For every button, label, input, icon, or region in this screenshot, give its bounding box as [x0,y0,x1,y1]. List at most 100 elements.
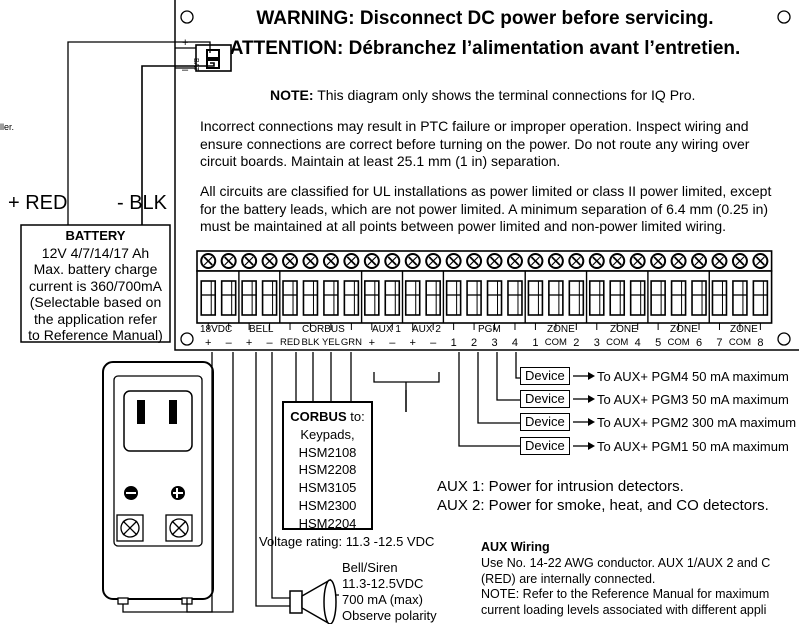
bell-line: Bell/Siren [342,560,398,575]
terminal-strip [196,250,773,330]
terminal-pin-label: 6 [695,337,703,349]
terminal-screw [731,253,748,330]
batt-connector-label: BAT [192,58,199,72]
paragraph-wiring-line: ensure connections are correct before tu… [200,135,750,152]
terminal-screw [425,253,442,330]
battery-red-wire [67,41,211,225]
battery-black-wire [141,62,215,225]
terminal-screw [506,253,523,330]
corbus-title: CORBUS [290,409,347,424]
device-text-pgm3: To AUX+ PGM3 50 mA maximum [597,392,789,407]
battery-blk-label: - BLK [117,192,168,214]
batt-plus-label: + [182,37,189,49]
aux-wiring-line: NOTE: Refer to the Reference Manual for … [481,587,770,602]
terminal-group-zone: ZONE [670,324,698,335]
bell-line: 700 mA (max) [342,592,423,607]
terminal-screw [711,253,728,330]
terminal-pin-label: 3 [593,337,600,349]
corbus-line: HSM3105 [298,480,357,496]
terminal-screw [445,253,462,330]
aux-wiring-line: current loading levels associated with d… [481,603,767,618]
terminal-group-bell: BELL [249,324,274,335]
battery-line: current is 360/700mA [28,277,163,294]
device-box-pgm4: Device [520,367,570,385]
terminal-pin-label: 4 [634,337,641,349]
aux-power-line: AUX 2: Power for smoke, heat, and CO det… [437,497,769,514]
terminal-pin-label: + [245,337,253,349]
terminal-pin-label: COM [544,337,567,348]
paragraph-wiring: Incorrect connections may result in PTC … [200,118,749,171]
terminal-pin-label: RED [279,337,301,348]
mount-hole-tr [777,10,791,24]
terminal-screw [527,253,544,330]
device-box-pgm2: Device [520,413,570,431]
wire-bell-minus [271,352,290,599]
terminal-pin-label: 1 [450,337,457,349]
corbus-line: HSM2208 [298,462,357,478]
terminal-screw [588,253,605,330]
terminal-screw [670,253,687,330]
battery-line: (Selectable based on [29,294,162,310]
terminal-group-zone: ZONE [610,324,638,335]
aux-bracket [373,372,440,383]
aux-power-text: AUX 1: Power for intrusion detectors. AU… [437,477,769,515]
terminal-group-aux1: AUX 1 [372,324,401,335]
wire-bell-plus [255,352,290,607]
note-line: NOTE: This diagram only shows the termin… [270,87,695,103]
terminal-group-18vdc: 18VDC [200,324,233,335]
terminal-screw [322,253,339,330]
terminal-group-zone: ZONE [730,324,758,335]
siren-icon [289,578,339,624]
aux-wiring-title: AUX Wiring [481,540,550,554]
wire-pgm4 [515,352,520,379]
aux-wiring: AUX Wiring Use No. 14-22 AWG conductor. … [481,540,799,619]
battery-info: BATTERY 12V 4/7/14/17 Ah Max. battery ch… [21,228,170,344]
terminal-screw [220,253,237,330]
terminal-screw [343,253,360,330]
note-label: NOTE: [270,87,314,103]
terminal-screw [752,253,769,330]
paragraph-ul-line: must be maintained at all points between… [200,218,727,234]
mount-hole-br [777,332,791,346]
terminal-pin-label: 4 [511,337,519,349]
device-box-pgm3: Device [520,390,570,408]
device-text-pgm2: To AUX+ PGM2 300 mA maximum [597,415,797,430]
terminal-screw [200,253,217,330]
terminal-pin-label: + [368,337,376,349]
terminal-screw [547,253,564,330]
corbus-line: HSM2108 [298,444,357,460]
wire-pgm3 [496,352,520,401]
battery-box [20,224,171,343]
terminal-screw [302,253,319,330]
terminal-pin-label: YEL [321,337,340,348]
battery-line: to Reference Manual) [28,327,163,343]
aux-power-line: AUX 1: Power for intrusion detectors. [437,478,684,495]
wire-18vdc-minus [122,352,234,613]
terminal-screw [282,253,299,330]
terminal-screw [629,253,646,330]
device-text-pgm4: To AUX+ PGM4 50 mA maximum [597,369,789,384]
terminal-pin-label: 1 [532,337,539,349]
battery-line: 12V 4/7/14/17 Ah [41,244,150,261]
device-box-pgm1: Device [520,437,570,455]
paragraph-ul-line: for the battery leads, which are not pow… [200,200,769,217]
bell-info: Bell/Siren 11.3-12.5VDC 700 mA (max) Obs… [342,560,437,624]
batt-minus-label: – [182,64,189,76]
terminal-pin-label: – [430,337,437,349]
mount-hole-tl [180,10,194,24]
voltage-rating: Voltage rating: 11.3 -12.5 VDC [259,534,435,549]
battery-line: the application refer [34,310,157,327]
wire-transformer-plus [186,363,213,613]
terminal-screw [691,253,708,330]
bell-line: 11.3-12.5VDC [342,576,424,591]
battery-title: BATTERY [65,228,126,243]
paragraph-ul: All circuits are classified for UL insta… [200,183,771,236]
corbus-line: HSM2300 [298,497,357,513]
left-cut-text: ller. [0,122,15,132]
terminal-screw [261,253,278,330]
terminal-group-aux2: AUX 2 [412,324,441,335]
terminal-pin-label: 8 [757,337,764,349]
corbus-line: HSM2204 [298,515,357,531]
note-text: This diagram only shows the terminal con… [313,87,696,103]
terminal-pin-label: 2 [471,337,478,349]
